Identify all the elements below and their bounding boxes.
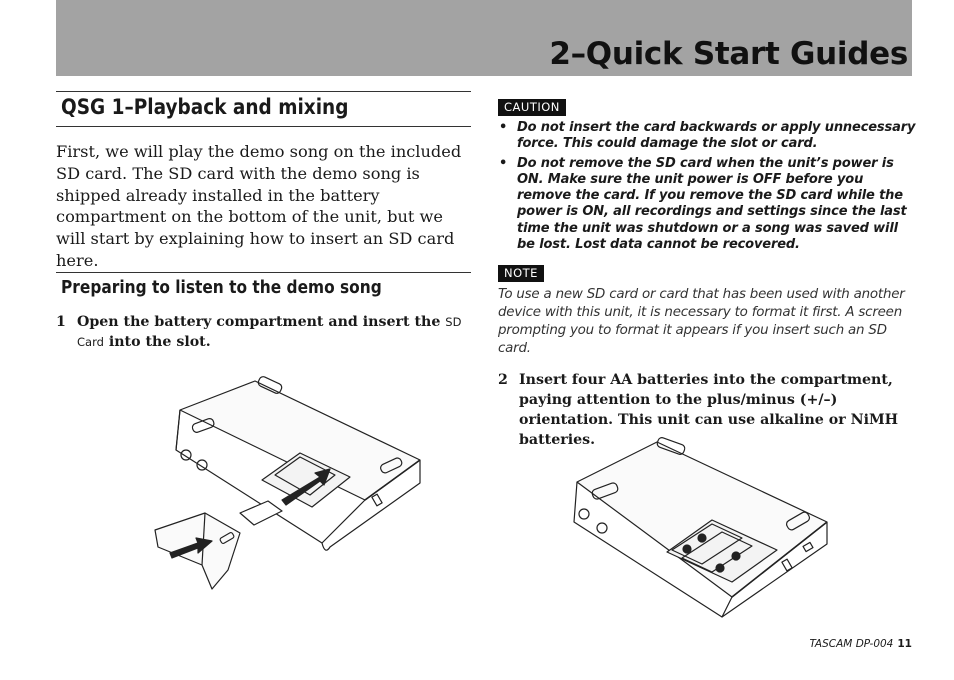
section-title: QSG 1–Playback and mixing xyxy=(61,95,349,119)
page-number: 11 xyxy=(897,638,912,650)
step-number: 1 xyxy=(56,314,66,330)
note-text: To use a new SD card or card that has be… xyxy=(498,287,905,356)
subsection-title: Preparing to listen to the demo song xyxy=(61,278,382,298)
note-label: NOTE xyxy=(498,265,544,282)
subsection-heading: Preparing to listen to the demo song xyxy=(56,272,471,303)
step-1: 1 Open the battery compartment and inser… xyxy=(56,312,471,352)
step-text: Insert four AA batteries into the compar… xyxy=(519,372,899,448)
section-heading: QSG 1–Playback and mixing xyxy=(56,91,471,127)
sd-card-term: SD Card xyxy=(77,315,462,349)
caution-item: •Do not remove the SD card when the unit… xyxy=(499,156,907,252)
step-text: Open the battery compartment and insert … xyxy=(77,314,462,350)
step-2: 2 Insert four AA batteries into the comp… xyxy=(498,370,913,450)
footer-brand: TASCAM DP-004 xyxy=(809,638,894,650)
step-number: 2 xyxy=(498,372,508,388)
battery-insertion-illustration xyxy=(573,437,828,618)
caution-label: CAUTION xyxy=(498,99,566,116)
intro-paragraph: First, we will play the demo song on the… xyxy=(56,142,462,270)
header-band xyxy=(56,0,912,76)
caution-list: •Do not insert the card backwards or app… xyxy=(498,120,918,257)
chapter-title: 2–Quick Start Guides xyxy=(549,36,908,72)
caution-item: •Do not insert the card backwards or app… xyxy=(499,120,916,152)
sd-card-insertion-illustration xyxy=(154,376,421,590)
